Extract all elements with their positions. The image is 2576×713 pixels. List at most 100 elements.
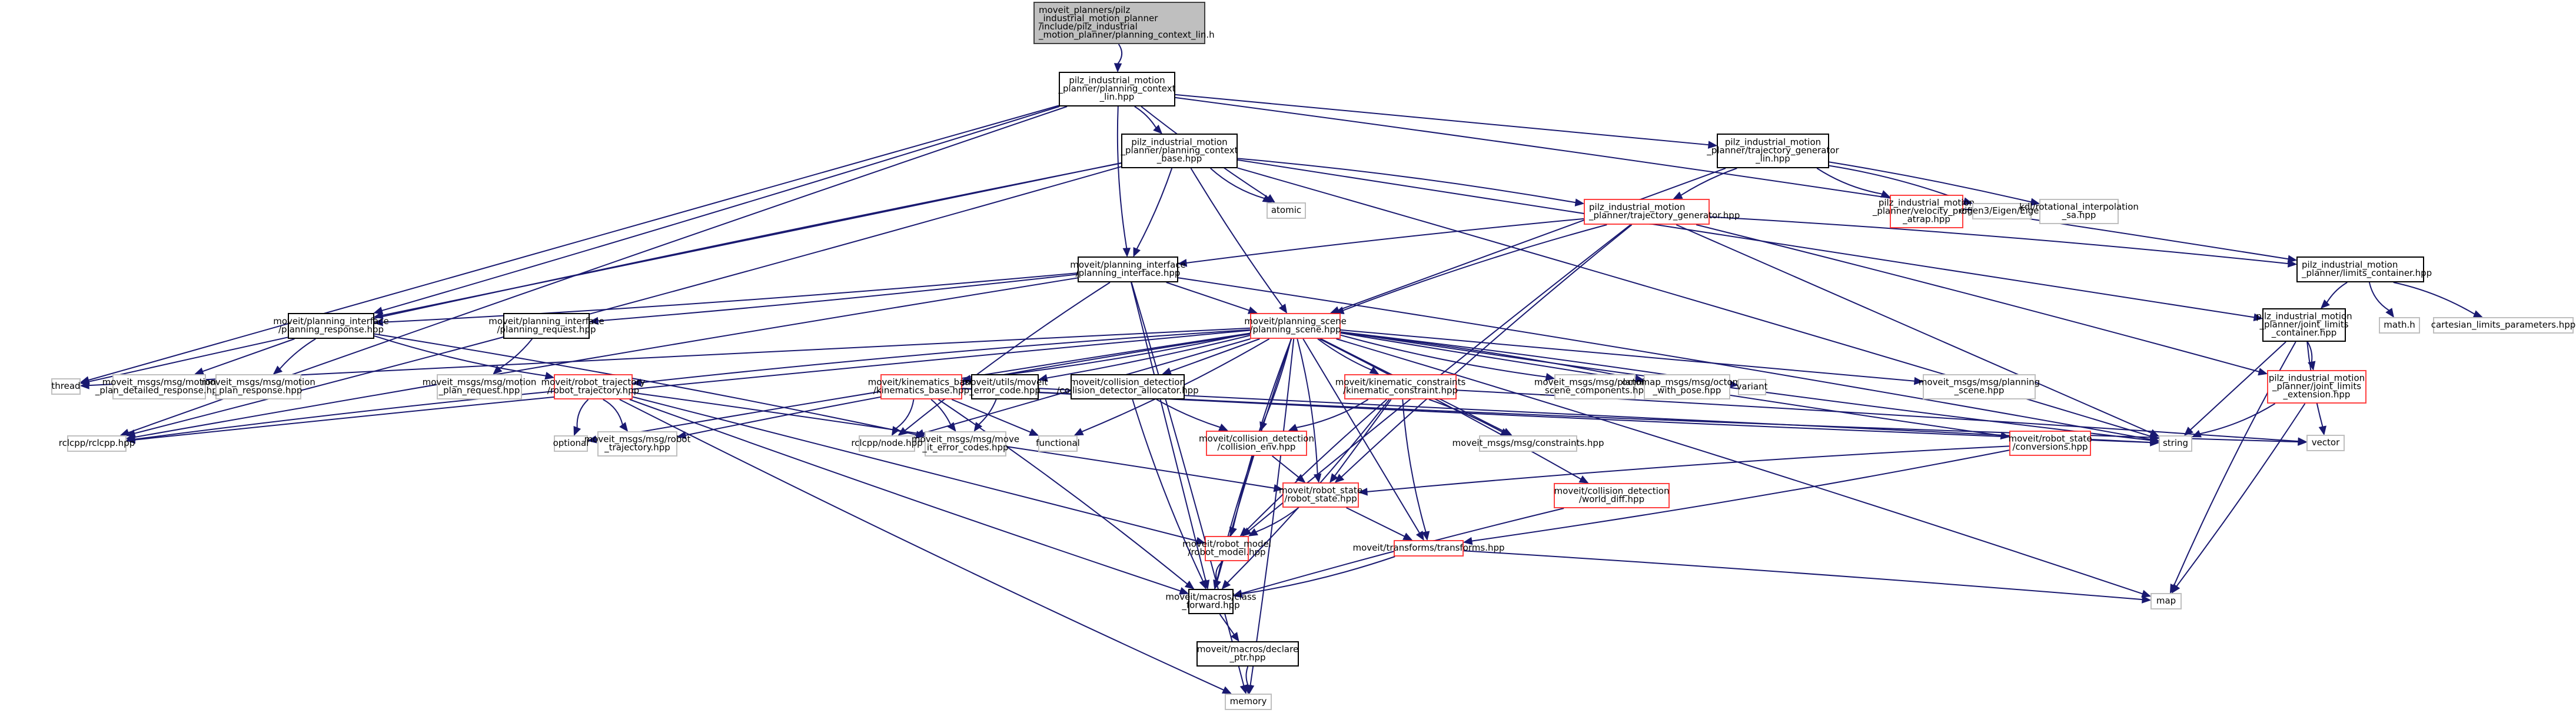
node-label-line: _forward.hpp	[1181, 600, 1239, 611]
edge-pi-to-node	[898, 282, 1111, 436]
graph-node-pcl[interactable]: pilz_industrial_motion_planner/planning_…	[1058, 72, 1176, 106]
node-label-line: moveit/macros/class	[1165, 592, 1256, 602]
node-label-line: /planning_request.hpp	[497, 324, 596, 335]
edge-rt-to-rm	[632, 396, 1206, 545]
node-label-line: moveit_msgs/msg/motion	[423, 377, 537, 388]
edge-cf-to-dp	[1219, 614, 1239, 642]
arrowhead-icon	[1231, 632, 1239, 642]
arrowhead-icon	[2320, 299, 2330, 309]
edge-line	[1175, 96, 2289, 260]
node-box	[1196, 641, 1299, 667]
node-label-line: pilz_industrial_motion	[2256, 311, 2352, 322]
node-label-line: _scene_components.hpp	[1540, 385, 1649, 397]
edge-kb-to-functional	[951, 399, 1039, 436]
edge-rt-to-mrt	[603, 399, 629, 432]
edge-line	[374, 333, 917, 435]
edge-line	[279, 338, 316, 369]
edge-pcl-to-lc	[1175, 96, 2298, 263]
node-label-line: _plan_detailed_response.hpp	[95, 385, 223, 397]
graph-node-tf[interactable]: moveit/transforms/transforms.hpp	[1352, 540, 1505, 557]
graph-node-rt[interactable]: moveit/robot_trajectory/robot_trajectory…	[541, 374, 646, 399]
arrowhead-icon	[373, 318, 383, 326]
edge-line	[1463, 550, 2143, 601]
node-label-line: rclcpp/node.hpp	[851, 438, 922, 448]
edge-line	[1117, 44, 1123, 64]
edge-line	[1156, 399, 1221, 428]
graph-node-pcb[interactable]: pilz_industrial_motion_planner/planning_…	[1121, 134, 1238, 168]
edge-line	[1317, 338, 1372, 371]
edge-ps-to-tf	[1302, 338, 1424, 541]
edge-kc-to-rs	[1329, 399, 1392, 484]
node-label-line: _planner/joint_limits	[2272, 381, 2361, 392]
node-label-line: thread	[51, 381, 80, 391]
node-label-line: moveit/robot_model	[1182, 539, 1271, 550]
graph-node-map: map	[2150, 593, 2182, 609]
graph-node-mec[interactable]: moveit/utils/moveit_error_code.hpp	[962, 374, 1048, 399]
edge-kc-to-rm	[1239, 399, 1388, 537]
edge-line	[2306, 341, 2313, 362]
node-label-line: _with_pose.hpp	[1653, 385, 1721, 397]
node-box	[2296, 256, 2424, 282]
arrowhead-icon	[79, 381, 89, 389]
node-box	[1059, 72, 1175, 106]
arrowhead-icon	[1133, 247, 1141, 258]
graph-node-tg[interactable]: pilz_industrial_motion_planner/trajector…	[1584, 199, 1740, 225]
graph-node-rsconv[interactable]: moveit/robot_state/conversions.hpp	[2008, 431, 2092, 456]
node-box	[1344, 374, 1457, 399]
node-label-line: functional	[1036, 438, 1080, 448]
edge-rsconv-to-tf	[1462, 449, 2010, 545]
edge-line	[1338, 168, 1726, 311]
graph-node-ps[interactable]: moveit/planning_scene/planning_scene.hpp	[1244, 313, 1347, 339]
graph-node-rs[interactable]: moveit/robot_state/robot_state.hpp	[1279, 482, 1362, 508]
edge-line	[1246, 399, 1388, 531]
node-label-line: /kinematics_base.hpp	[873, 385, 969, 397]
edge-line	[2326, 282, 2348, 303]
edge-line	[1428, 399, 1503, 433]
arrowhead-icon	[1673, 191, 1683, 199]
edge-line	[576, 399, 589, 428]
node-label-line: _error_code.hpp	[969, 385, 1041, 397]
graph-node-vpa[interactable]: pilz_industrial_motion_planner/velocity_…	[1872, 195, 1980, 228]
graph-node-jle[interactable]: pilz_industrial_motion_planner/joint_lim…	[2267, 370, 2366, 404]
edge-line	[202, 338, 295, 372]
graph-node-dp[interactable]: moveit/macros/declare_ptr.hpp	[1196, 641, 1299, 667]
edge-line	[381, 106, 1060, 311]
graph-node-cf[interactable]: moveit/macros/class_forward.hpp	[1165, 589, 1257, 614]
arrowhead-icon	[1248, 528, 1258, 537]
graph-node-kc[interactable]: moveit/kinematic_constraints/kinematic_c…	[1335, 374, 1466, 399]
node-box	[1121, 134, 1238, 168]
arrowhead-icon	[544, 372, 555, 380]
graph-node-kb[interactable]: moveit/kinematics_base/kinematics_base.h…	[868, 374, 975, 399]
graph-node-optional: optional	[553, 435, 589, 452]
graph-node-jlc[interactable]: pilz_industrial_motion_planner/joint_lim…	[2256, 308, 2352, 342]
node-box	[1923, 374, 2036, 399]
graph-node-lc[interactable]: pilz_industrial_motion_planner/limits_co…	[2296, 256, 2432, 282]
edge-pcl-to-pcb	[1134, 106, 1163, 134]
node-box	[1890, 195, 1963, 228]
node-label-line: /conversions.hpp	[2012, 442, 2088, 452]
arrowhead-icon	[891, 426, 900, 437]
graph-node-presp[interactable]: moveit/planning_interface/planning_respo…	[273, 313, 389, 339]
graph-node-preq[interactable]: moveit/planning_interface/planning_reque…	[488, 313, 604, 339]
edge-line	[374, 335, 546, 377]
graph-node-pi[interactable]: moveit/planning_interface/planning_inter…	[1070, 256, 1186, 282]
edge-line	[1471, 449, 2010, 542]
node-box	[1078, 256, 1178, 282]
graph-node-cda[interactable]: moveit/collision_detection/collision_det…	[1056, 374, 1199, 399]
node-box	[1644, 374, 1730, 399]
graph-node-tgl[interactable]: pilz_industrial_motion_planner/trajector…	[1706, 134, 1840, 168]
edge-line	[134, 277, 1078, 438]
graph-node-ce[interactable]: moveit/collision_detection/collision_env…	[1199, 431, 1314, 456]
edge-line	[632, 396, 1197, 542]
node-label-line: moveit_msgs/msg/robot	[584, 434, 691, 445]
arrowhead-icon	[1162, 367, 1172, 375]
edge-ps-to-rt	[631, 329, 1251, 387]
node-label-line: _planner/trajectory_generator	[1706, 145, 1839, 156]
edge-ps-to-mps	[1340, 329, 1924, 385]
edge-cda-to-cf	[1132, 399, 1207, 590]
graph-node-wd[interactable]: moveit/collision_detection/world_diff.hp…	[1554, 483, 1670, 508]
node-box	[1738, 379, 1766, 395]
arrowhead-icon	[1278, 304, 1288, 314]
graph-node-rm[interactable]: moveit/robot_model/robot_model.hpp	[1182, 536, 1271, 561]
edge-line	[1272, 455, 1299, 478]
